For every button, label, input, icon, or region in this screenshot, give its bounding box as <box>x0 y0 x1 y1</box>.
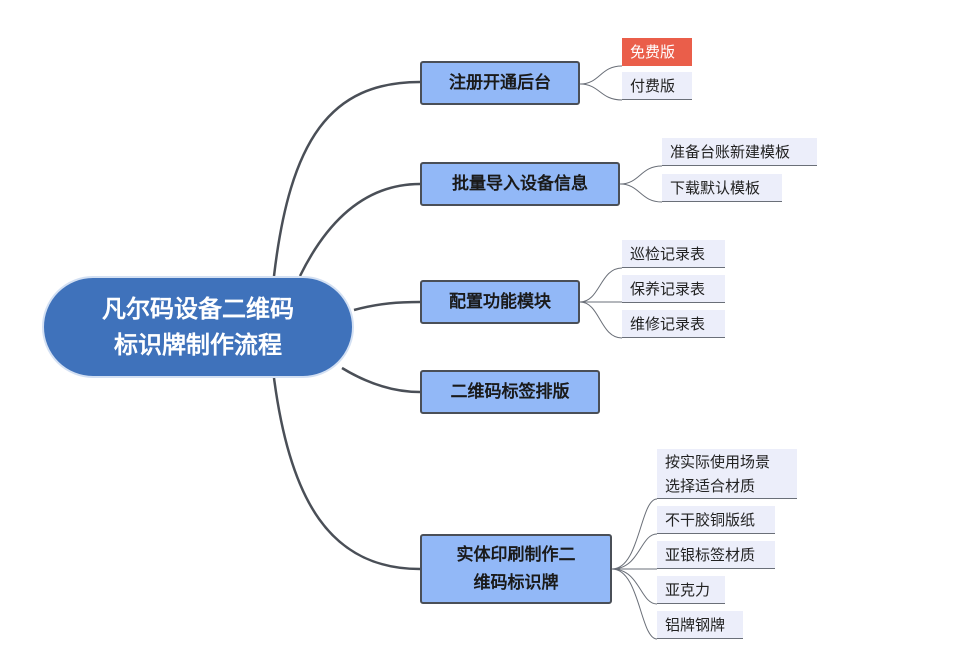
leaf-select-material[interactable]: 按实际使用场景 选择适合材质 <box>657 449 797 499</box>
leaf-connector <box>611 533 658 570</box>
leaf-label: 下载默认模板 <box>670 178 761 197</box>
leaf-label-line2: 选择适合材质 <box>665 476 756 495</box>
branch-layout[interactable]: 二维码标签排版 <box>420 370 600 414</box>
leaf-connector <box>579 83 623 101</box>
root-connector-import <box>298 182 421 277</box>
root-title-line2: 标识牌制作流程 <box>114 331 282 359</box>
branch-label-line2: 维码标识牌 <box>473 573 559 593</box>
branch-label: 二维码标签排版 <box>450 382 570 402</box>
leaf-label: 维修记录表 <box>630 314 706 333</box>
leaf-repair-record[interactable]: 维修记录表 <box>622 310 725 338</box>
leaf-download-template[interactable]: 下载默认模板 <box>662 174 782 202</box>
leaf-label: 亚银标签材质 <box>665 545 756 564</box>
leaf-metal-plate[interactable]: 铝牌钢牌 <box>657 611 743 639</box>
leaf-silver-label[interactable]: 亚银标签材质 <box>657 541 775 569</box>
leaf-connector <box>611 498 658 570</box>
leaf-connector <box>619 183 663 203</box>
branch-label: 注册开通后台 <box>449 73 551 93</box>
leaf-label: 免费版 <box>630 43 676 61</box>
branch-print[interactable]: 实体印刷制作二 维码标识牌 <box>420 534 612 604</box>
root-title-line1: 凡尔码设备二维码 <box>102 295 294 323</box>
leaf-label: 付费版 <box>630 76 676 95</box>
root-node[interactable]: 凡尔码设备二维码 标识牌制作流程 <box>42 276 354 378</box>
leaf-connector <box>611 568 658 640</box>
root-connector-config <box>353 300 421 312</box>
leaf-label: 准备台账新建模板 <box>670 142 791 161</box>
leaf-connector <box>579 267 623 303</box>
branch-register[interactable]: 注册开通后台 <box>420 61 580 105</box>
root-connector-register <box>272 80 421 277</box>
leaf-coated-paper[interactable]: 不干胶铜版纸 <box>657 506 775 534</box>
leaf-prepare-template[interactable]: 准备台账新建模板 <box>662 138 817 166</box>
leaf-free-version[interactable]: 免费版 <box>622 38 692 66</box>
leaf-label-line1: 按实际使用场景 <box>665 452 771 471</box>
leaf-label: 保养记录表 <box>630 279 706 298</box>
leaf-connector <box>611 568 658 605</box>
leaf-acrylic[interactable]: 亚克力 <box>657 576 725 604</box>
leaf-maintenance-record[interactable]: 保养记录表 <box>622 275 725 303</box>
root-connector-print <box>272 377 421 571</box>
branch-import[interactable]: 批量导入设备信息 <box>420 162 620 206</box>
branch-config[interactable]: 配置功能模块 <box>420 280 580 324</box>
leaf-connector <box>619 165 663 185</box>
leaf-label: 巡检记录表 <box>630 244 706 263</box>
branch-label: 批量导入设备信息 <box>452 174 588 194</box>
leaf-label: 铝牌钢牌 <box>665 615 726 634</box>
leaf-connector <box>579 301 623 339</box>
leaf-connector <box>579 65 623 85</box>
leaf-paid-version[interactable]: 付费版 <box>622 72 692 100</box>
branch-label-line1: 实体印刷制作二 <box>456 545 576 565</box>
leaf-label: 亚克力 <box>665 580 711 599</box>
leaf-inspection-record[interactable]: 巡检记录表 <box>622 240 725 268</box>
root-connector-layout <box>341 366 421 394</box>
branch-label: 配置功能模块 <box>449 292 551 312</box>
leaf-label: 不干胶铜版纸 <box>665 510 756 529</box>
